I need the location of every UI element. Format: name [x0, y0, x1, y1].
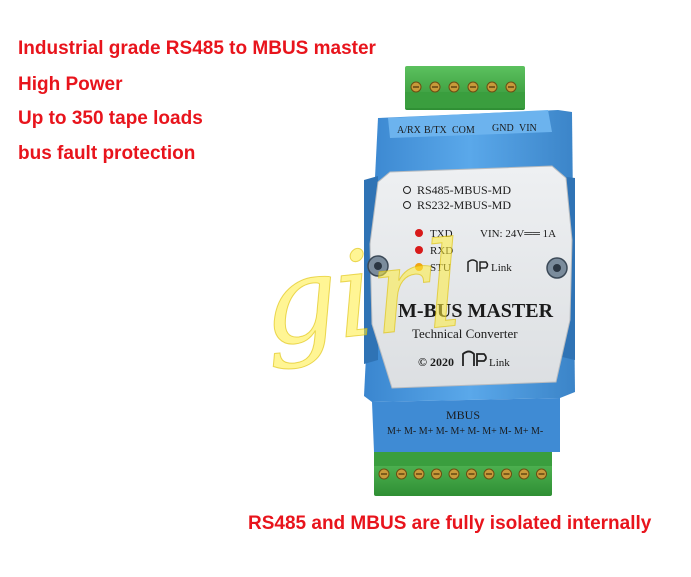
label-gnd: GND	[492, 123, 514, 134]
feature-line-1: Industrial grade RS485 to MBUS master	[18, 38, 376, 59]
feature-line-2: High Power	[18, 74, 123, 95]
led-stu-label: STU	[430, 262, 451, 274]
model-rs232: RS232-MBUS-MD	[417, 198, 511, 212]
top-terminal-block	[405, 66, 525, 110]
led-rxd-label: RXD	[430, 245, 453, 257]
feature-line-3: Up to 350 tape loads	[18, 108, 203, 129]
led-txd-icon	[415, 229, 423, 237]
led-stu-icon	[415, 263, 423, 271]
right-mount-screw	[546, 257, 568, 279]
top-terminal-screws	[410, 81, 517, 93]
watermark: girl	[255, 214, 469, 374]
label-btx: B/TX	[424, 125, 448, 136]
led-txd-label: TXD	[430, 228, 453, 240]
bottom-terminal-block	[374, 450, 552, 496]
mbus-terminal-labels: M+ M- M+ M- M+ M- M+ M- M+ M-	[387, 426, 543, 437]
led-rxd-icon	[415, 246, 423, 254]
left-mount-screw	[367, 255, 389, 277]
model-rs485: RS485-MBUS-MD	[417, 183, 511, 197]
device-title: M-BUS MASTER	[398, 300, 554, 322]
device-subtitle: Technical Converter	[412, 326, 518, 341]
brand-logo-large-icon	[462, 350, 487, 366]
brand-link-large: Link	[489, 357, 510, 369]
model-radio-rs232	[403, 201, 411, 209]
label-arx: A/RX	[397, 125, 422, 136]
model-radio-rs485	[403, 186, 411, 194]
footer-note: RS485 and MBUS are fully isolated intern…	[248, 513, 652, 534]
mbus-label: MBUS	[446, 408, 480, 422]
bottom-terminal-screws	[378, 468, 547, 480]
label-com: COM	[452, 125, 475, 136]
brand-logo-small-icon	[467, 259, 489, 272]
copyright: © 2020	[418, 355, 454, 369]
brand-link-small: Link	[491, 262, 512, 274]
label-vin: VIN	[519, 123, 537, 134]
power-spec: VIN: 24V══ 1A	[480, 228, 556, 240]
label-panel	[369, 165, 573, 389]
feature-line-4: bus fault protection	[18, 143, 196, 164]
